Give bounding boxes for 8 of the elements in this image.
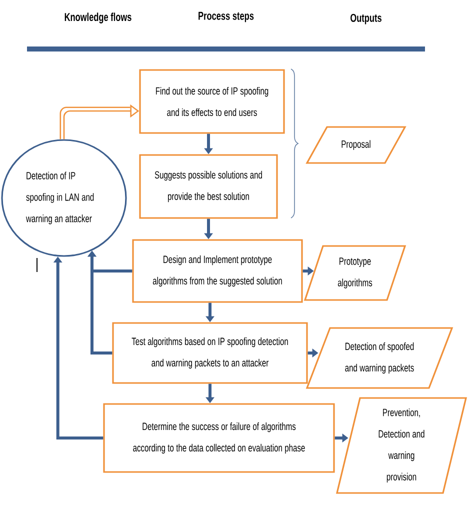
process-box: Design and Implement prototype algorithms from the suggested solution — [132, 239, 303, 303]
process-box: Find out the source of IP spoofing and its effects to end users — [139, 69, 285, 134]
process-box: Determine the success or failure of algorithms according to the data collected on evaluation phase — [103, 403, 335, 473]
column-heading: Outputs — [350, 14, 382, 24]
process-box: Test algorithms based on IP spoofing detection and warning packets to an attacker — [112, 322, 308, 384]
process-box: Suggests possible solutions and provide the best solution — [139, 154, 278, 219]
column-heading: Knowledge flows — [64, 12, 132, 24]
column-heading: Process steps — [198, 12, 254, 22]
